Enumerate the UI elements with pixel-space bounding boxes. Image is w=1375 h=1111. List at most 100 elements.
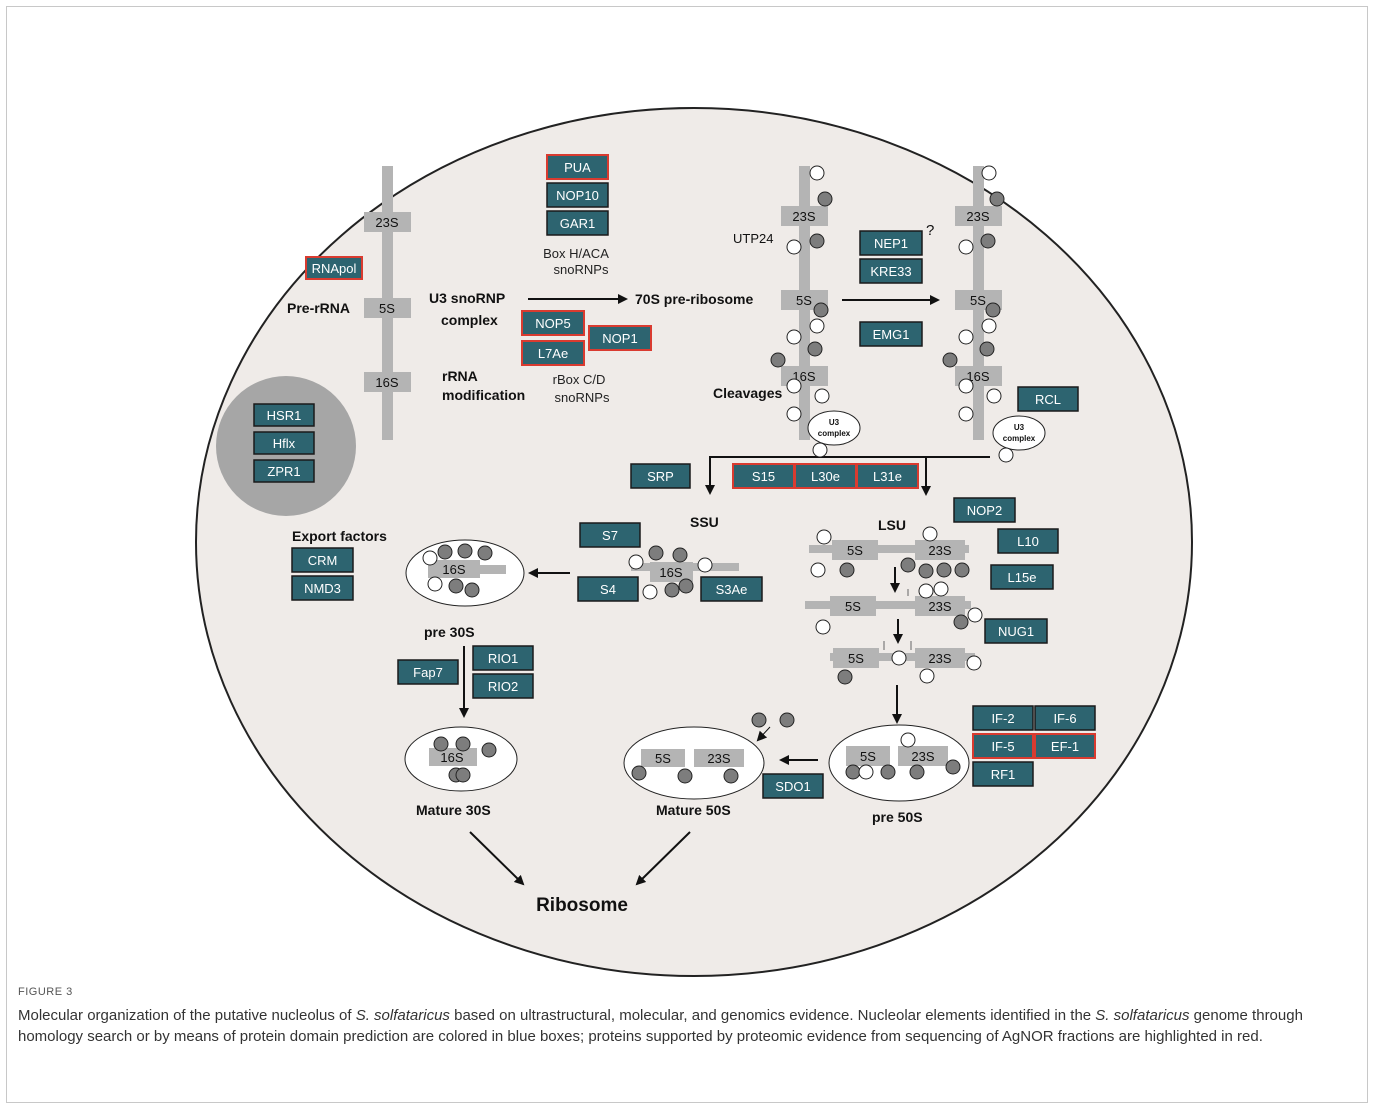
open-factor-dot xyxy=(427,576,443,592)
bound-factor-dot xyxy=(979,341,995,357)
if6-protein-label: IF-6 xyxy=(1053,711,1076,726)
bound-factor-dot xyxy=(455,736,471,752)
pre30s-16s-label: 16S xyxy=(442,562,465,577)
bound-factor-dot xyxy=(770,352,786,368)
open-factor-dot xyxy=(966,655,982,671)
open-factor-dot xyxy=(809,165,825,181)
open-factor-dot xyxy=(422,550,438,566)
lsu-label: LSU xyxy=(878,517,906,533)
if5-protein-label: IF-5 xyxy=(991,739,1014,754)
bound-factor-dot xyxy=(900,557,916,573)
rrna-16s-label: 16S xyxy=(375,375,398,390)
pre30s-tail xyxy=(480,565,506,574)
u3-complex-ellipse-2 xyxy=(992,415,1046,451)
s7-protein-box: S7 xyxy=(579,522,641,548)
open-factor-dot xyxy=(998,447,1014,463)
bound-factor-dot xyxy=(481,742,497,758)
bound-factor-dot xyxy=(464,582,480,598)
l7ae-protein-box: L7Ae xyxy=(521,340,585,366)
arrow-50s-to-ribosome xyxy=(635,831,691,886)
open-factor-dot xyxy=(858,764,874,780)
rio1-protein-label: RIO1 xyxy=(488,651,518,666)
hflx-protein-box: Hflx xyxy=(253,431,315,455)
srp-protein-box: SRP xyxy=(630,463,691,489)
bar1-5s-label: 5S xyxy=(796,293,812,308)
lsu1-23s-label: 23S xyxy=(928,543,951,558)
nep1-protein-box: NEP1 xyxy=(859,230,923,256)
u3-complex-2-label-top: U3 xyxy=(1014,423,1025,432)
rf1-protein-box: RF1 xyxy=(972,761,1034,787)
nop2-protein-box: NOP2 xyxy=(953,497,1016,523)
box-haca-label-1: Box H/ACA xyxy=(543,246,609,261)
rrna-23s-label: 23S xyxy=(375,215,398,230)
bound-factor-dot xyxy=(839,562,855,578)
mature50s-23s-label: 23S xyxy=(707,751,730,766)
bound-factor-dot xyxy=(909,764,925,780)
srp-protein-label: SRP xyxy=(647,469,674,484)
open-factor-dot xyxy=(697,557,713,573)
lsu-step-2: 5S 23S xyxy=(805,589,971,616)
bound-factor-dot xyxy=(723,768,739,784)
s4-protein-label: S4 xyxy=(600,582,616,597)
pre-50s-label: pre 50S xyxy=(872,809,923,825)
bound-factor-dot xyxy=(664,582,680,598)
if5-protein-box: IF-5 xyxy=(972,733,1034,759)
open-factor-dot xyxy=(814,388,830,404)
nop1-protein-label: NOP1 xyxy=(602,331,637,346)
open-factor-dot xyxy=(922,526,938,542)
rrna-5s-label: 5S xyxy=(379,301,395,316)
mature50s-5s-label: 5S xyxy=(655,751,671,766)
s3ae-protein-label: S3Ae xyxy=(716,582,748,597)
bound-factor-dot xyxy=(448,578,464,594)
question-mark: ? xyxy=(926,222,934,239)
open-factor-dot xyxy=(786,239,802,255)
bound-factor-dot xyxy=(936,562,952,578)
bar2-5s-label: 5S xyxy=(970,293,986,308)
emg1-protein-label: EMG1 xyxy=(873,327,910,342)
mature50s-5s-box xyxy=(641,749,685,767)
cleavages-label: Cleavages xyxy=(713,385,782,401)
lsu1-5s-label: 5S xyxy=(847,543,863,558)
rrna-mod-label-2: modification xyxy=(442,387,525,403)
open-factor-dot xyxy=(958,329,974,345)
export-factors-label: Export factors xyxy=(292,528,387,544)
mature30s-16s-box xyxy=(429,748,477,766)
bound-factor-dot xyxy=(880,764,896,780)
s4-protein-box: S4 xyxy=(577,576,639,602)
if6-protein-box: IF-6 xyxy=(1034,705,1096,731)
bound-factor-dot xyxy=(953,614,969,630)
pua-protein-label: PUA xyxy=(564,160,591,175)
bound-factor-dot xyxy=(980,233,996,249)
caption-part-3: genome through homology search or by mea… xyxy=(18,1007,1303,1045)
nop10-protein-box: NOP10 xyxy=(546,182,609,208)
open-factor-dot xyxy=(628,554,644,570)
open-factor-dot xyxy=(815,619,831,635)
mature-30s-label: Mature 30S xyxy=(416,802,491,818)
crm-protein-box: CRM xyxy=(291,547,354,573)
zpr1-protein-box: ZPR1 xyxy=(253,459,315,483)
u3-snornp-label: U3 snoRNP xyxy=(429,290,505,306)
ssu-assembly: 16S xyxy=(631,562,739,582)
box-haca-label-2: snoRNPs xyxy=(554,262,609,277)
bound-factor-dot xyxy=(845,764,861,780)
open-factor-dot xyxy=(816,529,832,545)
gar1-protein-box: GAR1 xyxy=(546,210,609,236)
s15-protein-box: S15 xyxy=(732,463,795,489)
bound-factor-dot xyxy=(751,712,767,728)
bound-factor-dot xyxy=(807,341,823,357)
open-factor-dot xyxy=(900,732,916,748)
bound-factor-dot xyxy=(813,302,829,318)
pre30s-16s-box xyxy=(428,560,480,578)
bound-factor-dot xyxy=(942,352,958,368)
hflx-protein-label: Hflx xyxy=(273,436,296,451)
bound-factor-dot xyxy=(837,669,853,685)
rcl-protein-label: RCL xyxy=(1035,392,1061,407)
lsu2-23s-label: 23S xyxy=(928,599,951,614)
bound-factor-dot xyxy=(648,545,664,561)
caption-species-1: S. solfataricus xyxy=(355,1007,450,1024)
s7-protein-label: S7 xyxy=(602,528,618,543)
fap7-protein-box: Fap7 xyxy=(397,659,459,685)
mature30s-16s-label: 16S xyxy=(440,750,463,765)
nmd3-protein-label: NMD3 xyxy=(304,581,341,596)
rnapol-protein-label: RNApol xyxy=(312,261,357,276)
